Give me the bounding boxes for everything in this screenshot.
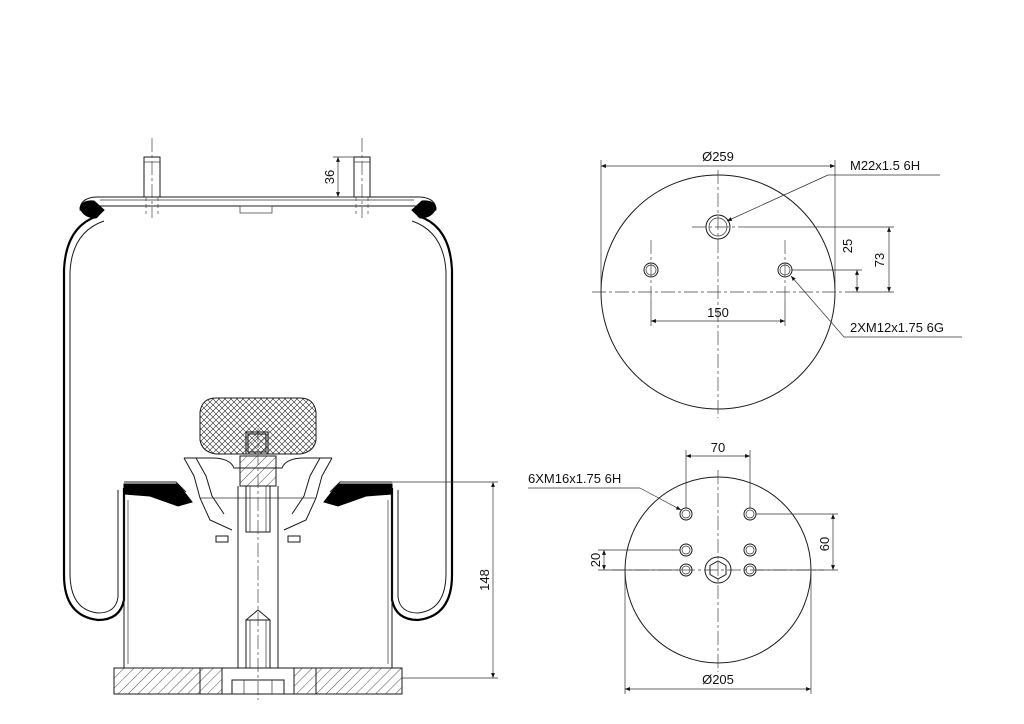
bottom-view: 70 60 20 6XM16x1.75 6H Ø205 xyxy=(528,440,838,694)
dim-148-label: 148 xyxy=(477,569,492,591)
dim-73-label: 73 xyxy=(872,253,887,267)
dim-60-label: 60 xyxy=(817,537,832,551)
right-stud xyxy=(353,138,371,218)
dim-bottom-horizontal: 70 xyxy=(685,440,751,508)
label-m12: 2XM12x1.75 6G xyxy=(850,320,944,335)
dim-36-label: 36 xyxy=(322,170,337,184)
dim-bottom-diameter: Ø205 xyxy=(624,570,812,694)
piston-base xyxy=(113,667,403,695)
leader-side-threads: 2XM12x1.75 6G xyxy=(790,275,962,338)
right-crimp xyxy=(411,200,437,219)
dim-70-label: 70 xyxy=(711,440,725,455)
dim-piston-height: 148 xyxy=(392,481,498,679)
dim-205-label: Ø205 xyxy=(702,672,734,687)
bump-stop xyxy=(199,397,317,455)
dim-150-label: 150 xyxy=(707,305,729,320)
dim-259-label: Ø259 xyxy=(702,149,734,164)
center-bolt xyxy=(237,428,279,700)
label-m16: 6XM16x1.75 6H xyxy=(528,471,621,486)
dim-20-label: 20 xyxy=(588,553,603,567)
leader-bottom-threads: 6XM16x1.75 6H xyxy=(528,471,682,511)
bellows-wall xyxy=(62,214,126,622)
left-crimp xyxy=(79,200,105,219)
dim-bottom-vertical-right: 60 xyxy=(756,513,838,571)
dim-25-label: 25 xyxy=(840,239,855,253)
center-hex xyxy=(709,560,727,580)
dim-stud-height: 36 xyxy=(322,156,354,198)
dim-hole-spacing: 150 xyxy=(650,300,786,326)
dim-vertical-offsets: 25 73 xyxy=(744,226,894,293)
leader-center-thread: M22x1.5 6H xyxy=(726,158,940,222)
top-plate xyxy=(79,196,437,213)
top-view: Ø259 M22x1.5 6H 25 73 150 xyxy=(592,149,962,418)
dim-bottom-vertical-left: 20 xyxy=(588,549,680,571)
left-stud xyxy=(143,138,161,218)
piston-body xyxy=(123,494,393,668)
label-m22: M22x1.5 6H xyxy=(850,158,920,173)
side-view: 36 xyxy=(62,138,498,700)
